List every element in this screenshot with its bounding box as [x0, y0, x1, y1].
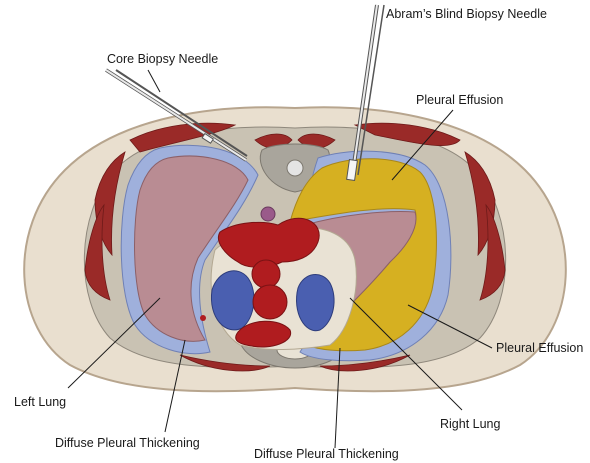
leader-right-lung [349, 297, 463, 411]
leader-effusion-top [391, 109, 454, 181]
leader-thickening-center [334, 347, 341, 449]
label-pleural-effusion-right: Pleural Effusion [496, 341, 583, 355]
abrams-blind-biopsy-needle [346, 4, 385, 182]
leader-thickening-left [164, 339, 186, 433]
chest-muscles [84, 122, 506, 372]
label-pleural-effusion-top: Pleural Effusion [416, 93, 503, 107]
red-vessel-bottom [235, 320, 292, 348]
label-abrams-needle: Abram’s Blind Biopsy Needle [386, 7, 547, 21]
left-vessel [210, 270, 255, 331]
right-vessel [296, 274, 335, 332]
heart [218, 217, 320, 268]
label-diffuse-thickening-center: Diffuse Pleural Thickening [254, 447, 399, 461]
leader-effusion-right [407, 304, 493, 349]
small-red-vessel [200, 315, 206, 321]
label-core-biopsy-needle: Core Biopsy Needle [107, 52, 218, 66]
red-vessel-top [251, 259, 281, 289]
core-biopsy-needle [105, 68, 248, 162]
leader-left-lung [67, 297, 161, 389]
label-left-lung: Left Lung [14, 395, 66, 409]
left-lung [134, 155, 249, 342]
aorta-small [260, 206, 276, 222]
leader-core-needle [147, 69, 161, 93]
label-right-lung: Right Lung [440, 417, 501, 431]
red-vessel-mid [252, 284, 288, 320]
label-diffuse-thickening-left: Diffuse Pleural Thickening [55, 436, 200, 450]
